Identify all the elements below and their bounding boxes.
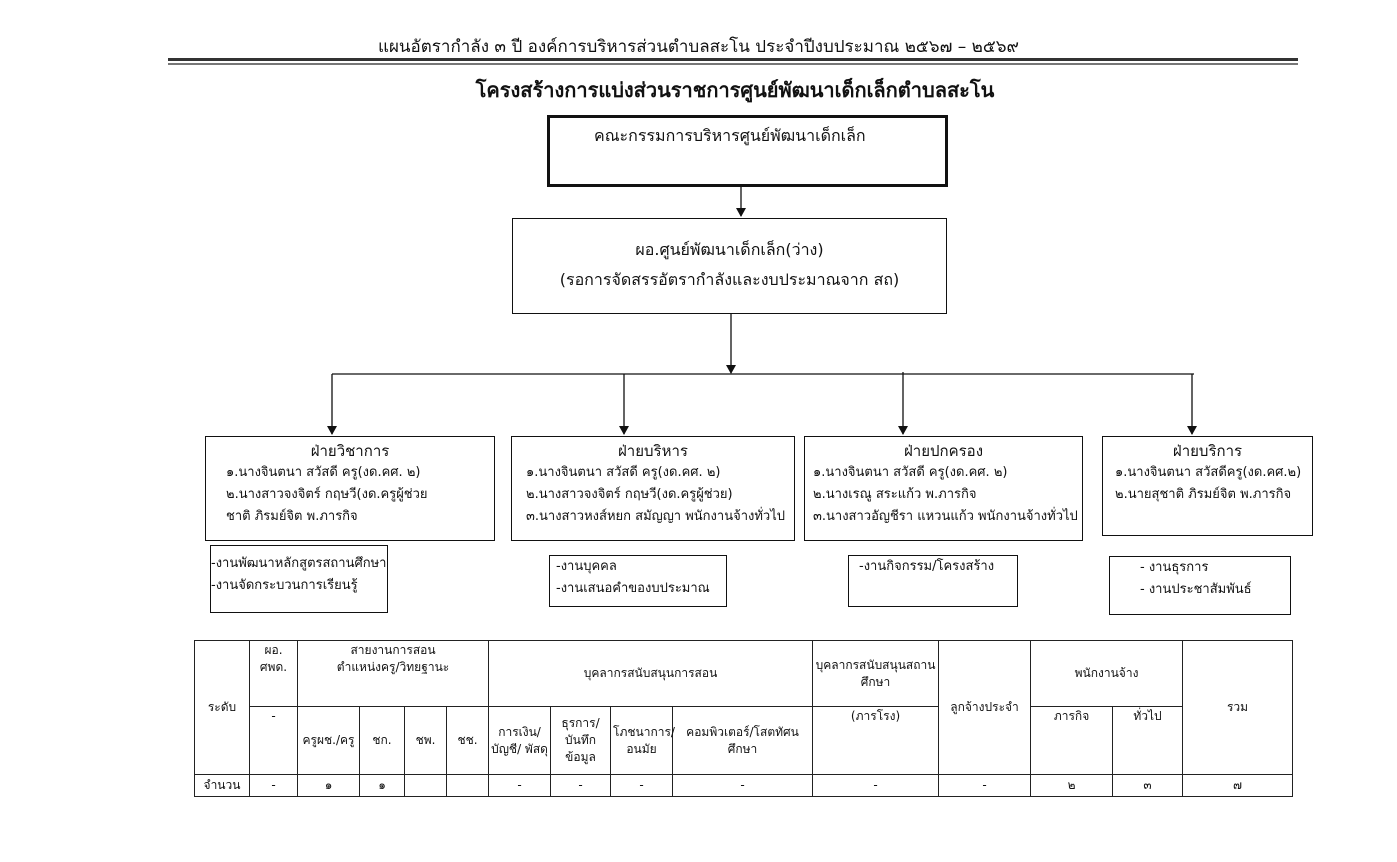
- header-rule: [168, 58, 1298, 61]
- count-cell: ๗: [1182, 774, 1294, 797]
- dept-name: ฝ่ายบริหาร: [618, 442, 688, 460]
- task-item: -งานกิจกรรม/โครงสร้าง: [859, 559, 995, 574]
- director-sub: -: [249, 706, 298, 775]
- teaching-col: ครูผช./ครู: [297, 706, 360, 775]
- dept-member: ๓.นางสาวอัญชีรา แหวนแก้ว พนักงานจ้างทั่ว…: [813, 509, 1078, 524]
- regular-employee-header: ลูกจ้างประจำ: [938, 640, 1032, 775]
- count-cell: ๑: [297, 774, 360, 797]
- count-cell: [445, 774, 490, 797]
- dept-service: ฝ่ายบริการ ๑.นางจินตนา สวัสดีครู(งด.คศ.๒…: [1102, 436, 1313, 536]
- tasks-discipline: -งานกิจกรรม/โครงสร้าง: [848, 555, 1018, 607]
- dept-name: ฝ่ายวิชาการ: [310, 442, 390, 460]
- count-cell: [404, 774, 447, 797]
- tasks-service: - งานธุรการ - งานประชาสัมพันธ์: [1109, 556, 1291, 615]
- dept-member: ๒.นายสุชาติ ภิรมย์จิต พ.ภารกิจ: [1115, 487, 1292, 502]
- contract-header: พนักงานจ้าง: [1030, 640, 1184, 707]
- total-header: รวม: [1182, 640, 1294, 775]
- dept-academic: ฝ่ายวิชาการ ๑.นางจินตนา สวัสดี ครู(งด.คศ…: [205, 436, 495, 541]
- task-item: -งานพัฒนาหลักสูตรสถานศึกษา: [211, 556, 387, 571]
- count-cell: ๑: [359, 774, 405, 797]
- task-item: -งานจัดกระบวนการเรียนรู้: [211, 578, 358, 593]
- count-cell: -: [610, 774, 674, 797]
- support-col: ธุรการ/ บันทึก ข้อมูล: [550, 706, 612, 775]
- teaching-header-line1: สายงานการสอน: [350, 643, 436, 657]
- teaching-col: ชพ.: [404, 706, 447, 775]
- director-title: ผอ.ศูนย์พัฒนาเด็กเล็ก(ว่าง): [635, 240, 824, 259]
- director-header: ผอ. ศพด.: [249, 640, 298, 707]
- teaching-col: ชก.: [359, 706, 405, 775]
- dept-member: ๑.นางจินตนา สวัสดี ครู(งด.คศ. ๒): [226, 465, 421, 480]
- count-cell: ๒: [1030, 774, 1114, 797]
- committee-label: คณะกรรมการบริหารศูนย์พัฒนาเด็กเล็ก: [594, 126, 866, 145]
- committee-box: คณะกรรมการบริหารศูนย์พัฒนาเด็กเล็ก: [547, 115, 948, 187]
- header-rule-thin: [168, 63, 1298, 65]
- school-support-sub: (ภารโรง): [812, 706, 940, 775]
- staff-table: ระดับ ผอ. ศพด. สายงานการสอน ตำแหน่งครู/ว…: [194, 640, 1294, 797]
- dept-member: ชาติ ภิรมย์จิต พ.ภารกิจ: [226, 509, 358, 524]
- task-item: -งานเสนอคำของบประมาณ: [556, 581, 710, 596]
- teaching-header: สายงานการสอน ตำแหน่งครู/วิทยฐานะ: [296, 640, 490, 707]
- task-item: - งานธุรการ: [1140, 560, 1209, 575]
- teaching-header-line2: ตำแหน่งครู/วิทยฐานะ: [336, 660, 450, 674]
- count-cell: -: [249, 774, 298, 797]
- dept-name: ฝ่ายปกครอง: [903, 442, 984, 460]
- contract-col: ภารกิจ: [1030, 706, 1114, 775]
- task-item: - งานประชาสัมพันธ์: [1140, 582, 1252, 597]
- plan-header: แผนอัตรากำลัง ๓ ปี องค์การบริหารส่วนตำบล…: [378, 37, 1019, 57]
- support-header: บุคลากรสนับสนุนการสอน: [488, 640, 814, 707]
- task-item: -งานบุคคล: [556, 559, 617, 574]
- director-box: ผอ.ศูนย์พัฒนาเด็กเล็ก(ว่าง) (รอการจัดสรร…: [512, 218, 947, 314]
- diagram-title: โครงสร้างการแบ่งส่วนราชการศูนย์พัฒนาเด็ก…: [475, 78, 995, 102]
- dept-member: ๑.นางจินตนา สวัสดีครู(งด.คศ.๒): [1115, 465, 1302, 480]
- dept-administration: ฝ่ายบริหาร ๑.นางจินตนา สวัสดี ครู(งด.คศ.…: [511, 436, 795, 541]
- dept-member: ๓.นางสาวหงส์หยก สมัญญา พนักงานจ้างทั่วไป: [526, 509, 786, 524]
- school-support-header: บุคลากรสนับสนุนสถานศึกษา: [812, 640, 940, 707]
- teaching-col: ชช.: [445, 706, 490, 775]
- tasks-academic: -งานพัฒนาหลักสูตรสถานศึกษา -งานจัดกระบวน…: [210, 545, 388, 613]
- count-label: จำนวน: [194, 774, 250, 797]
- count-cell: -: [488, 774, 552, 797]
- count-cell: -: [672, 774, 814, 797]
- count-cell: -: [938, 774, 1032, 797]
- tasks-administration: -งานบุคคล -งานเสนอคำของบประมาณ: [549, 555, 727, 607]
- dept-member: ๑.นางจินตนา สวัสดี ครู(งด.คศ. ๒): [526, 465, 721, 480]
- dept-member: ๒.นางสาวจงจิตร์ กฤษวี(งด.ครูผู้ช่วย): [526, 487, 733, 502]
- dept-discipline: ฝ่ายปกครอง ๑.นางจินตนา สวัสดี ครู(งด.คศ.…: [804, 436, 1083, 541]
- level-header: ระดับ: [194, 640, 250, 775]
- dept-member: ๒.นางสาวจงจิตร์ กฤษวี(งด.ครูผู้ช่วย: [226, 487, 428, 502]
- count-cell: -: [812, 774, 940, 797]
- support-col: โภชนาการ/ อนมัย: [610, 706, 675, 775]
- dept-member: ๒.นางเรณู สระแก้ว พ.ภารกิจ: [813, 487, 977, 502]
- support-col: การเงิน/ บัญชี/ พัสดุ: [488, 706, 552, 775]
- director-note: (รอการจัดสรรอัตรากำลังและงบประมาณจาก สถ): [559, 270, 900, 289]
- dept-member: ๑.นางจินตนา สวัสดี ครู(งด.คศ. ๒): [813, 465, 1008, 480]
- contract-col: ทั่วไป: [1112, 706, 1184, 775]
- count-cell: -: [550, 774, 612, 797]
- dept-name: ฝ่ายบริการ: [1172, 442, 1243, 460]
- count-cell: ๓: [1112, 774, 1184, 797]
- support-col: คอมพิวเตอร์/โสตทัศน ศึกษา: [672, 706, 814, 775]
